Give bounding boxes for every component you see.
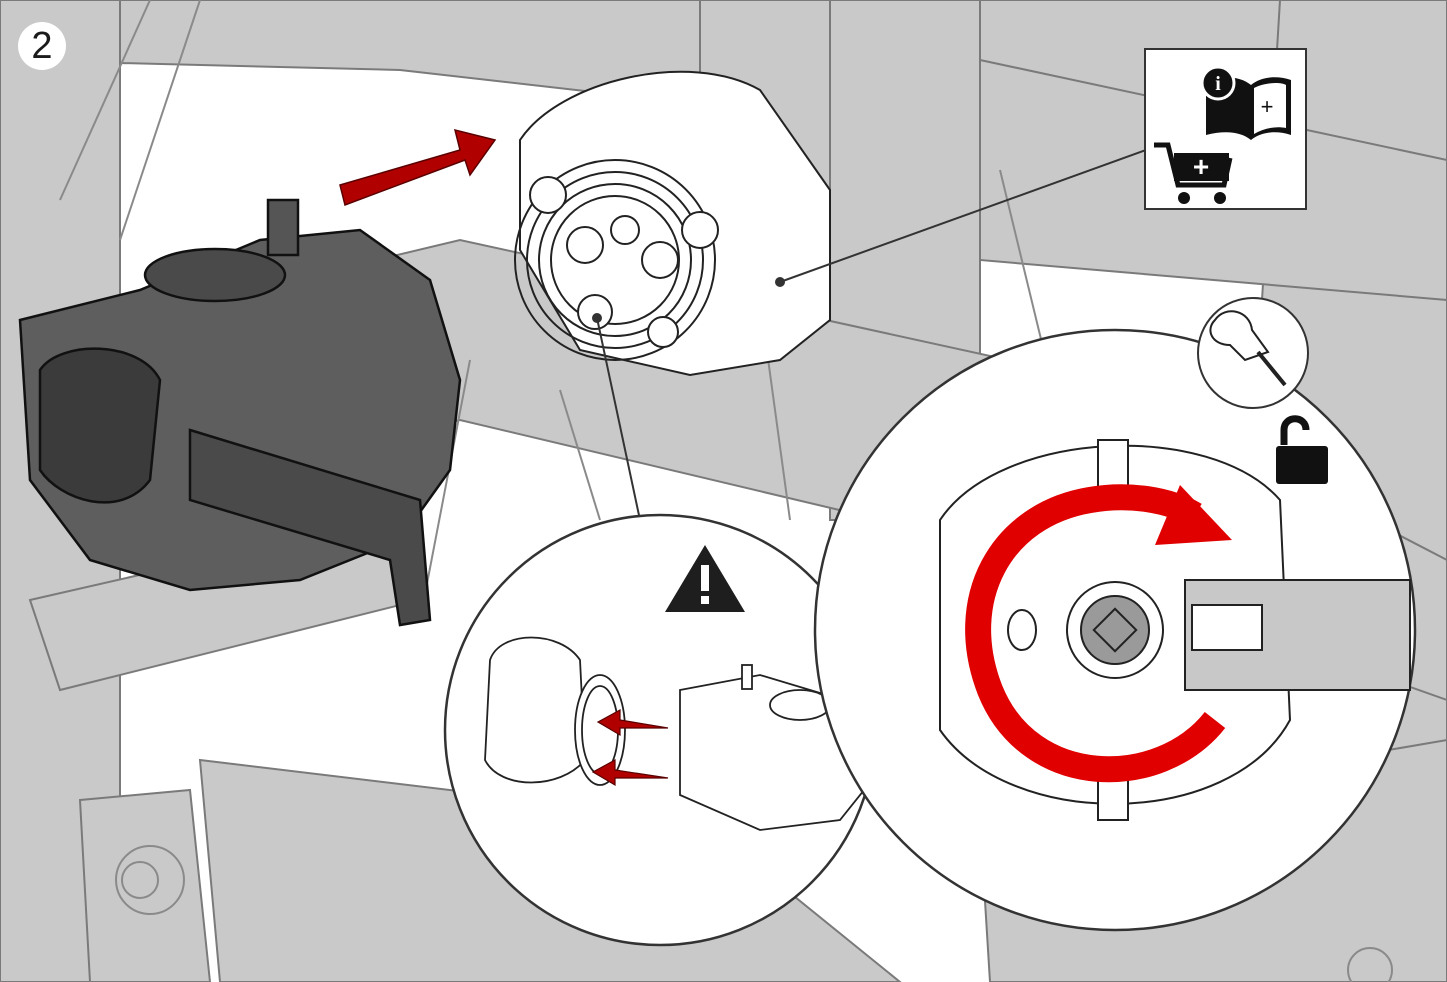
manual-info-icon: i + (1200, 65, 1291, 140)
hub-receiver (514, 70, 831, 377)
info-order-box: i + + (1144, 48, 1307, 210)
insert-direction-arrow (339, 128, 497, 206)
warning-detail-callout (443, 513, 882, 947)
svg-text:i: i (1215, 73, 1221, 95)
svg-text:+: + (1193, 151, 1209, 182)
warning-triangle-icon (665, 545, 745, 612)
rotate-counterclockwise-arrow (965, 484, 1232, 783)
shopping-cart-add-icon: + (1154, 142, 1233, 204)
step-number-badge: 2 (18, 22, 66, 70)
unlock-detail-callout (813, 297, 1417, 932)
quick-release-knob (18, 198, 462, 627)
hex-key-tool-icon (1197, 297, 1309, 409)
unlock-padlock-icon (1276, 415, 1328, 484)
svg-text:+: + (1261, 94, 1274, 119)
step-number: 2 (31, 24, 53, 67)
